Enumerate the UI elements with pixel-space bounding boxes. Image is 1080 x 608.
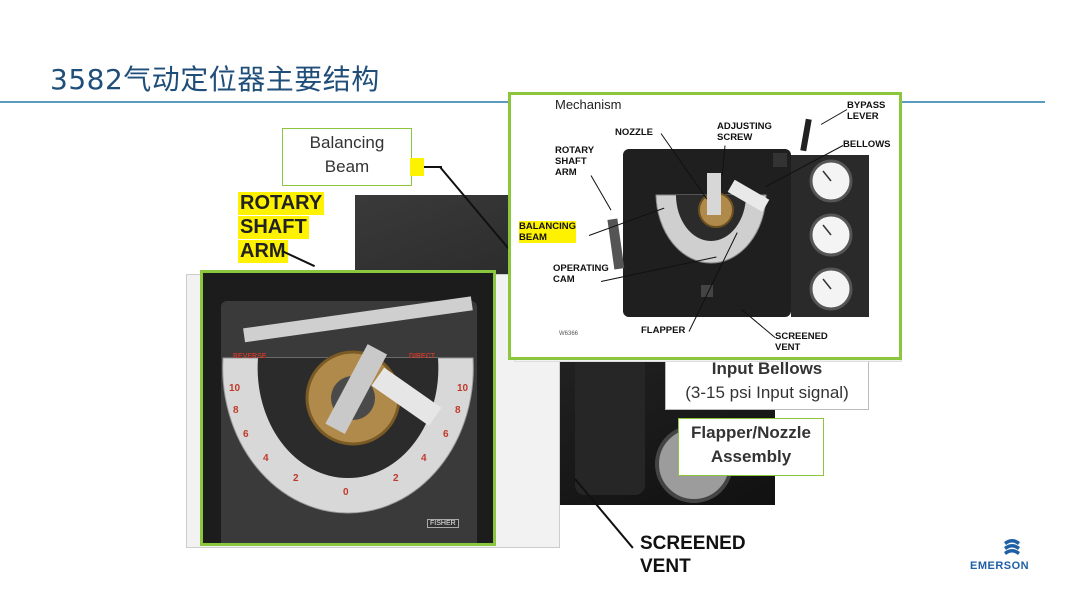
slide-title: 3582气动定位器主要结构 (50, 63, 380, 96)
dial-tick-4-right: 4 (421, 453, 427, 464)
mechanism-heading: Mechanism (555, 97, 622, 112)
arm-label-line3: ARM (238, 240, 288, 263)
balancing-beam-highlight-tail (410, 158, 424, 176)
emerson-wordmark: EMERSON (970, 560, 1030, 572)
input-signal-label: (3-15 psi Input signal) (685, 383, 849, 402)
figure-code: W6366 (559, 331, 579, 337)
input-bellows-label: Input Bellows (711, 359, 823, 378)
mechanism-diagram: Mechanism NOZZLE ADJUSTING SCREW BYPASS … (508, 92, 902, 360)
dial-reverse-text: REVERSE (233, 353, 267, 360)
screened-vent-label: SCREENED VENT (640, 533, 746, 577)
fisher-nameplate: FISHER (427, 519, 459, 528)
label-bypass-lever: BYPASS LEVER (847, 100, 886, 122)
emerson-logo-icon (1004, 539, 1020, 555)
dial-tick-10-right: 10 (457, 383, 469, 394)
shaft-label-line2: SHAFT (238, 216, 309, 239)
dial-tick-6-left: 6 (243, 429, 249, 440)
dial-plate (222, 296, 474, 514)
dial-tick-4-left: 4 (263, 453, 269, 464)
dial-tick-10-left: 10 (229, 383, 241, 394)
dial-tick-2-left: 2 (293, 473, 299, 484)
label-bellows: BELLOWS (843, 139, 891, 150)
label-flapper: FLAPPER (641, 325, 686, 336)
dial-tick-8-left: 8 (233, 405, 239, 416)
dial-tick-2-right: 2 (393, 473, 399, 484)
label-balancing-beam: BALANCING BEAM (519, 221, 576, 243)
closeup-photo: REVERSE DIRECT 10 8 6 4 2 0 2 4 6 8 10 F… (200, 270, 496, 546)
rotary-label-line1: ROTARY (238, 192, 325, 215)
dial-tick-6-right: 6 (443, 429, 449, 440)
dial-tick-0: 0 (343, 487, 349, 498)
dial-direct-text: DIRECT (409, 353, 436, 360)
dial-tick-8-right: 8 (455, 405, 461, 416)
balancing-beam-callout: Balancing Beam (282, 128, 412, 186)
label-rotary-shaft-arm: ROTARY SHAFT ARM (555, 145, 595, 178)
label-operating-cam: OPERATING CAM (553, 263, 609, 285)
mechanism-drawing (607, 118, 869, 317)
flapper-nozzle-callout: Flapper/Nozzle Assembly (678, 418, 824, 476)
label-screened-vent: SCREENED VENT (775, 331, 828, 353)
balancing-beam-leader (424, 166, 442, 168)
label-adjusting-screw: ADJUSTING SCREW (717, 121, 772, 143)
label-nozzle: NOZZLE (615, 127, 653, 138)
